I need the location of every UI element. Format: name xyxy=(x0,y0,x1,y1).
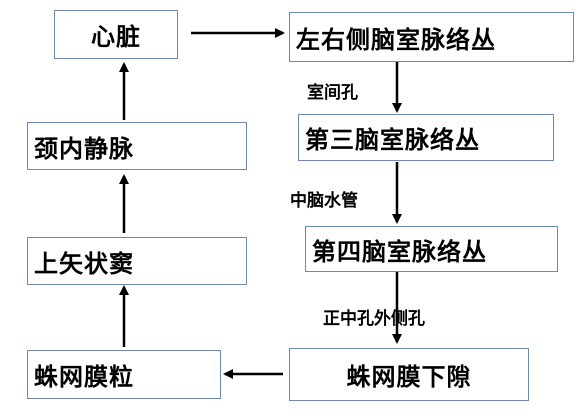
node-arachnoid-granulation: 蛛网膜粒 xyxy=(27,350,221,399)
edge-label-interventricular-foramen: 室间孔 xyxy=(307,83,358,103)
node-heart: 心脏 xyxy=(54,10,178,59)
edge-label-median-lateral-apertures: 正中孔外侧孔 xyxy=(323,309,425,329)
node-subarachnoid-space: 蛛网膜下隙 xyxy=(289,348,529,401)
edge-label-cerebral-aqueduct: 中脑水管 xyxy=(290,191,358,211)
node-third-ventricle-plexus: 第三脑室脉络丛 xyxy=(298,114,554,161)
node-lateral-ventricle-plexus: 左右侧脑室脉络丛 xyxy=(289,12,574,62)
node-superior-sagittal-sinus: 上矢状窦 xyxy=(27,237,247,285)
node-fourth-ventricle-plexus: 第四脑室脉络丛 xyxy=(305,226,558,272)
node-internal-jugular-vein: 颈内静脉 xyxy=(27,122,247,170)
